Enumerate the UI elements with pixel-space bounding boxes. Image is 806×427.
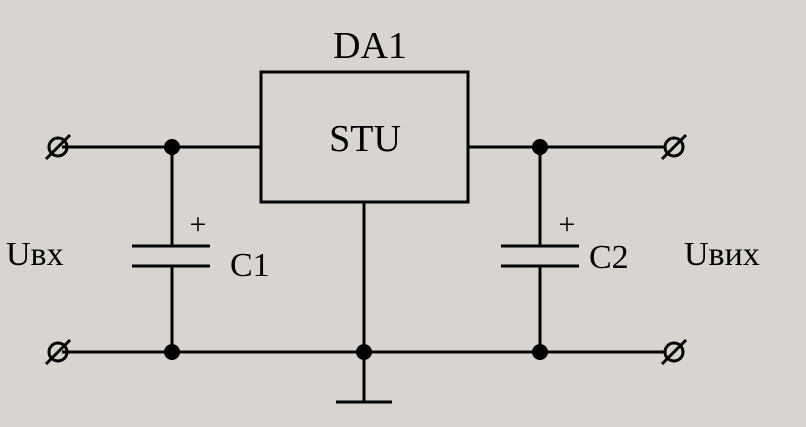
output-terminal-top [660,133,688,161]
capacitor-c1 [132,147,210,352]
chip-label: DA1 [333,25,407,67]
junction-dot [164,344,180,360]
cap1-polarity: + [190,208,207,241]
junction-dot [164,139,180,155]
cap2-polarity: + [559,208,576,241]
junction-dot [532,344,548,360]
output-terminal-bottom [660,338,688,366]
capacitor-c2 [501,147,579,352]
chip-text: STU [329,118,401,160]
cap1-label: C1 [230,247,270,284]
input-voltage-label: Uвх [6,236,64,273]
cap2-label: C2 [589,239,629,276]
output-voltage-label: Uвих [684,236,760,273]
input-terminal-top [44,133,72,161]
junction-dot [532,139,548,155]
junction-dot [356,344,372,360]
input-terminal-bottom [44,338,72,366]
